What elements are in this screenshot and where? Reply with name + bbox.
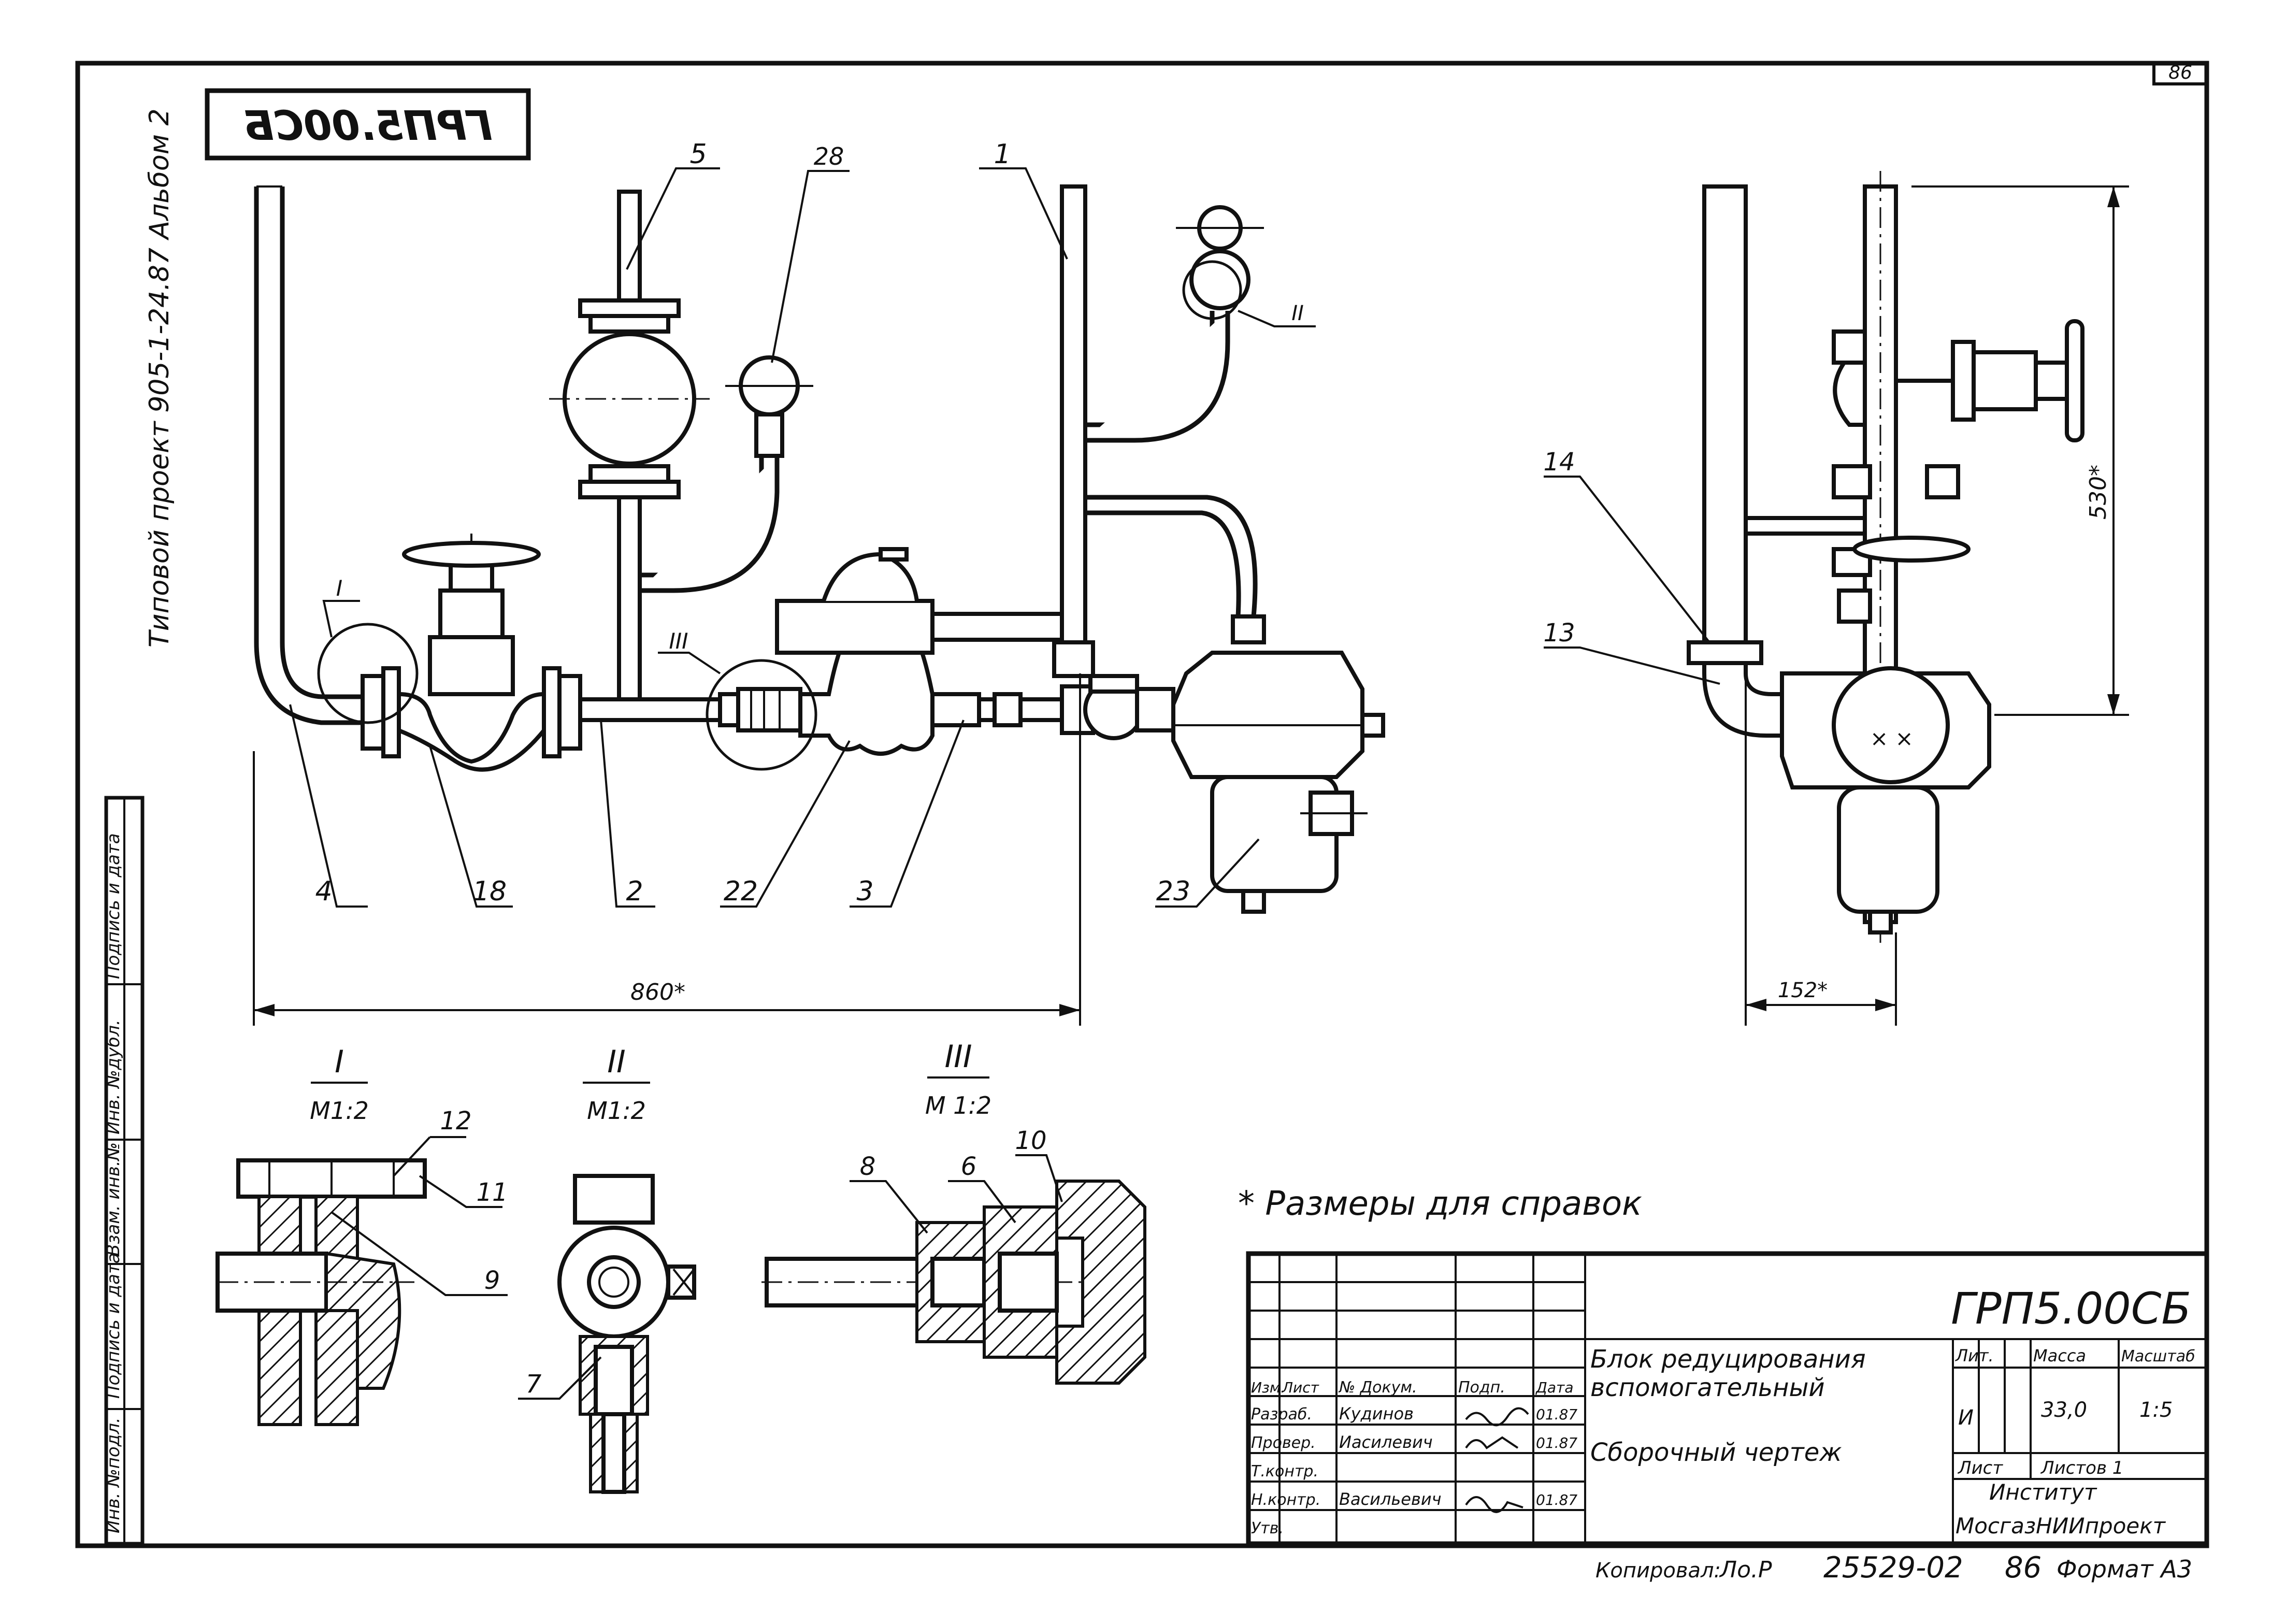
sheet-frame: 86: [75, 61, 2209, 1548]
tb-role-razrab: Разраб.: [1251, 1405, 1312, 1424]
tb-sheet-label: Лист: [1957, 1458, 2003, 1478]
tb-lit-value: И: [1958, 1406, 1974, 1430]
tb-name-nkontr: Васильевич: [1339, 1489, 1442, 1509]
tb-col-doc: № Докум.: [1338, 1378, 1417, 1397]
tb-scale-value: 1:5: [2139, 1398, 2173, 1422]
callout-8: 8: [860, 1152, 876, 1181]
detail-III-scale: М 1:2: [925, 1091, 991, 1119]
tb-institute-name: МосгазНИИпроект: [1956, 1513, 2166, 1539]
footer: Копировал: Ло.Р 25529-02 86 Формат А3: [1595, 1551, 2192, 1585]
callout-18: 18: [472, 876, 507, 907]
side-callouts: 14 13: [1543, 448, 1720, 685]
tb-code: ГРП5.00СБ: [1951, 1283, 2191, 1334]
stamp-vzam: Взам. инв.№: [103, 1142, 124, 1256]
tb-institute-label: Институт: [1989, 1479, 2097, 1505]
detail-circle-II: [1182, 260, 1242, 320]
tb-name-line1: Блок редуцирования: [1590, 1345, 1866, 1374]
detail-I-scale: М1:2: [310, 1097, 369, 1125]
callout-6: 6: [961, 1152, 977, 1181]
tb-role-nkontr: Н.контр.: [1251, 1491, 1320, 1509]
callout-13: 13: [1543, 619, 1575, 648]
tb-mass-value: 33,0: [2041, 1398, 2087, 1422]
callout-3: 3: [856, 876, 873, 907]
tb-col-sign: Подп.: [1458, 1378, 1505, 1397]
x-mark-1: × ×: [1870, 726, 1914, 751]
tb-doc-type: Сборочный чертеж: [1590, 1438, 1842, 1467]
callout-detail-I: I: [336, 576, 342, 601]
mirrored-code: ГРП5.00СБ: [243, 103, 492, 150]
detail-III: III М 1:2 8 6 10: [761, 1039, 1146, 1385]
stamp-inv-dubl: Инв. №дубл.: [103, 1019, 124, 1134]
main-callouts: 5 28 1 4 18 2 22 3 23 I III II: [289, 139, 1316, 908]
tb-col-date: Дата: [1535, 1379, 1574, 1396]
tb-sheets-label: Листов 1: [2040, 1458, 2123, 1478]
sheet-number-box: [2152, 62, 2208, 85]
tb-role-utv: Утв.: [1251, 1519, 1284, 1537]
callout-detail-II: II: [1291, 301, 1304, 325]
tb-name-razrab: Кудинов: [1339, 1404, 1414, 1424]
detail-circle-III: [706, 659, 817, 771]
tb-mass-header: Масса: [2033, 1346, 2086, 1366]
dim-height: 530*: [2085, 465, 2111, 520]
callout-12: 12: [440, 1106, 471, 1136]
mirrored-code-box: ГРП5.00СБ: [205, 88, 531, 161]
tb-name-line2: вспомогательный: [1590, 1373, 1825, 1402]
tb-col-list: Лист: [1282, 1379, 1319, 1396]
tb-date-nkontr: 01.87: [1536, 1491, 1577, 1508]
detail-III-title: III: [944, 1039, 972, 1075]
callout-1: 1: [994, 139, 1011, 170]
footer-copied-label: Копировал:: [1595, 1559, 1721, 1583]
tb-lit-header: Лит.: [1955, 1346, 1994, 1366]
stamp-sign-date-2: Подпись и дата: [103, 833, 124, 979]
detail-II-scale: М1:2: [587, 1097, 646, 1125]
dim-side-width: 152*: [1778, 979, 1828, 1002]
callout-10: 10: [1015, 1126, 1046, 1155]
sheet-number: 86: [2168, 62, 2192, 83]
detail-II-title: II: [607, 1044, 625, 1080]
footer-format: Формат А3: [2057, 1555, 2192, 1583]
callout-22: 22: [724, 876, 758, 907]
stamp-sign-date-1: Подпись и дата: [103, 1253, 124, 1399]
side-view: × × 530* 152*: [1687, 171, 2129, 1026]
tb-name-prover: Иасилевич: [1339, 1432, 1433, 1452]
side-stamp: Инв. №подл. Подпись и дата Взам. инв.№ И…: [103, 796, 145, 1546]
callout-23: 23: [1156, 876, 1190, 907]
footer-inventory: 25529-02: [1823, 1551, 1963, 1585]
detail-circle-I: [317, 623, 419, 724]
tb-sign-prover: [1465, 1436, 1519, 1449]
tb-date-razrab: 01.87: [1536, 1406, 1577, 1423]
album-text: Типовой проект 905-1-24.87 Альбом 2: [144, 108, 175, 648]
detail-I-title: I: [335, 1044, 344, 1080]
callout-9: 9: [484, 1266, 500, 1295]
callout-5: 5: [689, 139, 707, 170]
tb-sign-nkontr: [1465, 1496, 1523, 1513]
dim-width: 860*: [630, 979, 685, 1005]
tb-scale-header: Масштаб: [2121, 1347, 2195, 1366]
callout-11: 11: [476, 1178, 508, 1207]
tb-col-izm: Изм.: [1251, 1379, 1285, 1396]
tb-role-prover: Провер.: [1251, 1434, 1316, 1452]
main-view: 860*: [253, 184, 1385, 1026]
tb-role-tkontr: Т.контр.: [1251, 1462, 1318, 1481]
detail-II: II М1:2 7: [518, 1044, 696, 1494]
callout-28: 28: [814, 142, 844, 170]
callout-7: 7: [526, 1370, 542, 1399]
stamp-inv-podl: Инв. №подл.: [103, 1417, 124, 1533]
callout-14: 14: [1543, 448, 1575, 477]
callout-2: 2: [626, 876, 643, 907]
footer-copied-sign: Ло.Р: [1719, 1557, 1772, 1583]
tb-sign-razrab: [1465, 1407, 1529, 1427]
tb-date-prover: 01.87: [1536, 1434, 1577, 1451]
footer-sheet: 86: [2005, 1551, 2041, 1585]
reference-note: * Размеры для справок: [1238, 1185, 1642, 1223]
callout-detail-III: III: [669, 628, 688, 654]
detail-I: I М1:2 12 11 9: [215, 1044, 508, 1426]
callout-4: 4: [315, 876, 332, 907]
title-block: Изм. Лист № Докум. Подп. Дата Разраб. Пр…: [1246, 1251, 2209, 1546]
